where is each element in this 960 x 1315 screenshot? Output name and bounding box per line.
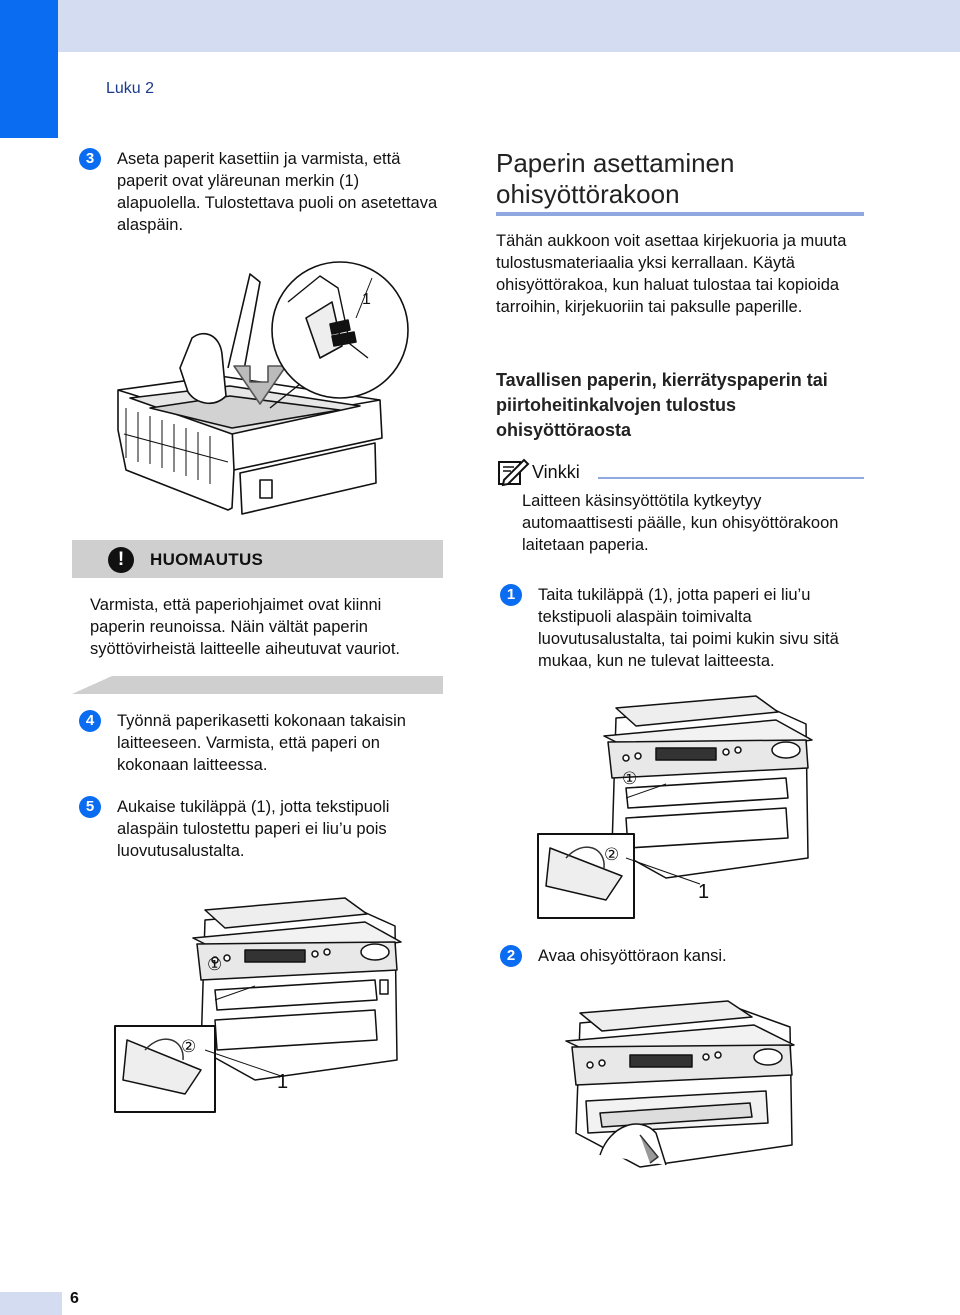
step-3-text: Aseta paperit kasettiin ja varmista, ett…	[117, 150, 438, 234]
step-number: 2	[500, 945, 522, 967]
printer-label: 1	[698, 881, 709, 903]
step-number: 1	[500, 584, 522, 606]
tip-title: Vinkki	[532, 462, 580, 482]
step-number: 4	[79, 710, 101, 732]
tray-callout: 1	[362, 291, 371, 308]
caution-footer	[112, 676, 443, 694]
top-bar	[0, 0, 960, 52]
section-heading: Paperin asettaminen ohisyöttörakoon	[496, 148, 735, 209]
printer-label: 1	[277, 1071, 288, 1093]
printer-callout-1: ①	[622, 769, 637, 788]
step-4-text: Työnnä paperikasetti kokonaan takaisin l…	[117, 712, 406, 774]
caution-footer-corner	[72, 676, 112, 694]
printer-callout-2: ②	[604, 845, 619, 864]
caution-text: Varmista, että paperiohjaimet ovat kiinn…	[90, 596, 401, 658]
subheading: Tavallisen paperin, kierrätyspaperin tai…	[496, 370, 828, 440]
step-5-text: Aukaise tukiläppä (1), jotta tekstipuoli…	[117, 798, 390, 860]
printer-callout-1: ①	[207, 955, 222, 974]
warning-icon: !	[108, 547, 134, 573]
tip-rule	[598, 477, 864, 479]
step-2-text: Avaa ohisyöttöraon kansi.	[538, 947, 727, 965]
step-1-text: Taita tukiläppä (1), jotta paperi ei liu…	[538, 586, 839, 670]
tip-text: Laitteen käsinsyöttötila kytkeytyy autom…	[522, 492, 839, 554]
printer-callout-2: ②	[181, 1037, 196, 1056]
chapter-tab	[0, 0, 58, 138]
step-number: 5	[79, 796, 101, 818]
pencil-note-icon	[498, 458, 530, 487]
heading-rule	[496, 212, 864, 216]
step-number: 3	[79, 148, 101, 170]
chapter-label: Luku 2	[106, 80, 155, 97]
page-number: 6	[70, 1290, 79, 1307]
page-number-band	[0, 1292, 62, 1315]
printer-support-flap-illustration: ① ② 1	[537, 695, 813, 919]
printer-output-flap-illustration: ① ② 1	[114, 897, 402, 1113]
paper-tray-illustration: 1	[117, 261, 409, 515]
printer-manual-slot-illustration	[565, 1000, 795, 1168]
intro-text: Tähän aukkoon voit asettaa kirjekuoria j…	[496, 232, 847, 316]
caution-title: HUOMAUTUS	[150, 550, 264, 569]
